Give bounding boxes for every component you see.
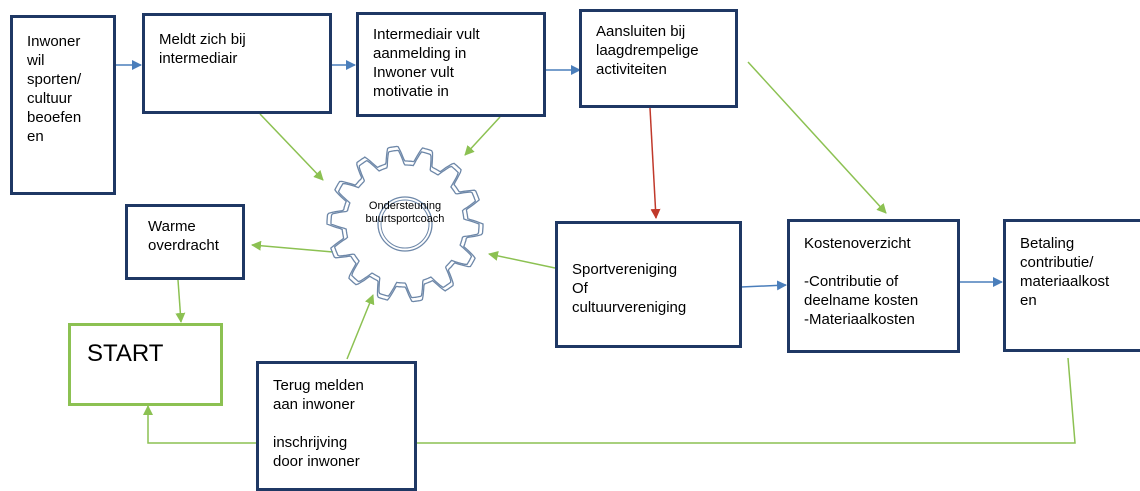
box-meldt-zich: Meldt zich bij intermediair [142, 13, 332, 114]
box-aansluiten-text: Aansluiten bij laagdrempelige activiteit… [596, 23, 699, 78]
box-start: START [68, 323, 223, 406]
box-intermediair-text: Intermediair vult aanmelding in Inwoner … [373, 26, 480, 100]
arrow-aansluiten-to-kosten [747, 61, 887, 214]
gear-icon [326, 145, 484, 303]
box-intermediair: Intermediair vult aanmelding in Inwoner … [356, 12, 546, 117]
box-sportvereniging-text: Sportvereniging Of cultuurvereniging [572, 261, 687, 316]
arrow-sportvereniging-to-gear [488, 250, 556, 269]
box-meldt-zich-text: Meldt zich bij intermediair [159, 31, 246, 67]
box-inwoner-text: Inwoner wil sporten/ cultuur beoefen en [27, 33, 82, 145]
box-kostenoverzicht-text: Kostenoverzicht -Contributie of deelname… [804, 235, 919, 328]
arrow-gear-to-warme [251, 240, 334, 253]
arrow-betaling-loop-to-start [143, 357, 1076, 444]
box-aansluiten: Aansluiten bij laagdrempelige activiteit… [579, 9, 738, 108]
arrow-aansluiten-to-sportvereniging [649, 107, 661, 219]
box-sportvereniging: Sportvereniging Of cultuurvereniging [555, 221, 742, 348]
arrow-terug-to-gear [346, 294, 375, 360]
box-inwoner: Inwoner wil sporten/ cultuur beoefen en [10, 15, 116, 195]
gear-outline [330, 149, 480, 299]
box-betaling-text: Betaling contributie/ materiaalkost en [1020, 235, 1110, 309]
gear-outline [326, 145, 484, 303]
box-start-text: START [87, 340, 164, 367]
box-kostenoverzicht: Kostenoverzicht -Contributie of deelname… [787, 219, 960, 353]
box-warme-overdracht: Warme overdracht [125, 204, 245, 280]
gear-label: Ondersteuning buurtsportcoach [365, 200, 445, 225]
box-betaling: Betaling contributie/ materiaalkost en [1003, 219, 1140, 352]
arrow-sportvereniging-to-kosten [740, 280, 787, 291]
box-terug-melden: Terug melden aan inwoner inschrijving do… [256, 361, 417, 491]
box-warme-overdracht-text: Warme overdracht [148, 218, 219, 254]
arrow-meldt-to-gear [259, 113, 324, 181]
arrow-intermediair-to-gear [464, 116, 501, 156]
box-terug-melden-text: Terug melden aan inwoner inschrijving do… [273, 377, 364, 470]
connector-layer [115, 60, 1076, 444]
arrow-warme-to-start [175, 279, 186, 323]
